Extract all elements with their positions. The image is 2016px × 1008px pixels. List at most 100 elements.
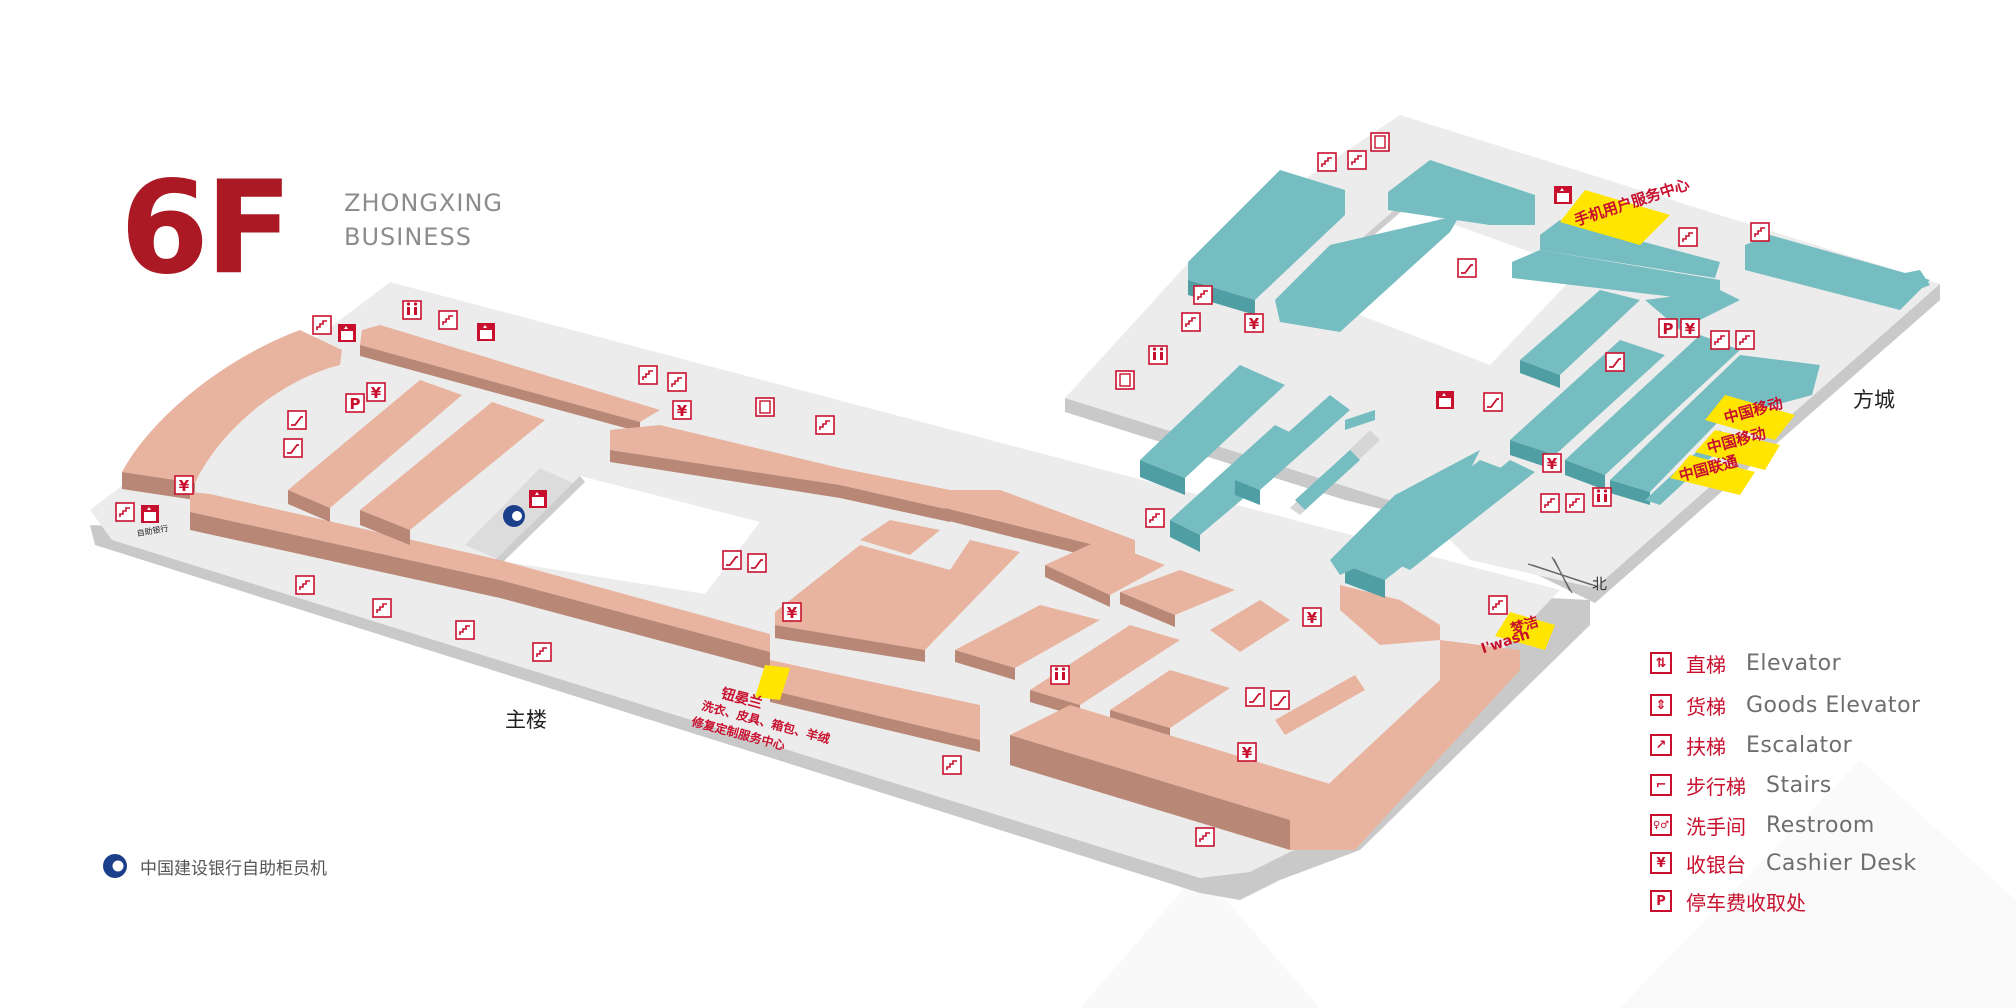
elevator-icon: [141, 505, 159, 523]
escalator-icon: [747, 553, 767, 573]
escalator-icon: [283, 438, 303, 458]
elevator-icon: ⇅: [1650, 652, 1672, 674]
legend-label-en: Elevator: [1746, 650, 1842, 676]
elevator-icon: [477, 323, 495, 341]
parking-payment-icon: [1658, 318, 1678, 339]
restroom-icon: [1592, 487, 1612, 507]
goods-elevator-icon: [1370, 132, 1390, 152]
main-building-stores: [122, 325, 1520, 850]
cashier-icon: [1244, 313, 1264, 334]
brand-line-2: BUSINESS: [344, 223, 472, 251]
stairs-icon: [1193, 285, 1213, 305]
legend-item-escalator: ↗ 扶梯 Escalator: [1650, 730, 1852, 760]
restroom-icon: [402, 300, 422, 320]
stairs-icon: [1735, 330, 1755, 350]
stairs-icon: [438, 310, 458, 330]
legend-label-cn: 收银台: [1686, 852, 1746, 877]
stairs-icon: [1195, 827, 1215, 847]
legend-label-en: Restroom: [1766, 812, 1875, 838]
legend-label-en: Stairs: [1766, 772, 1832, 798]
stairs-icon: [115, 502, 135, 522]
ccb-atm-icon: [503, 505, 525, 527]
stairs-icon: [638, 365, 658, 385]
elevator-icon: [1554, 186, 1572, 204]
cashier-icon: [174, 475, 194, 496]
brand-line-1: ZHONGXING: [344, 189, 503, 217]
legend-item-restroom: ♀♂ 洗手间 Restroom: [1650, 810, 1875, 840]
parking-payment-icon: P: [1650, 890, 1672, 912]
compass-icon: 北: [1527, 556, 1607, 594]
stairs-icon: [942, 755, 962, 775]
elevator-icon: [338, 324, 356, 342]
stairs-icon: [1181, 312, 1201, 332]
cashier-icon: [782, 602, 802, 623]
cashier-icon: [1302, 607, 1322, 628]
cashier-icon: [1542, 453, 1562, 474]
legend-label-en: Goods Elevator: [1746, 692, 1921, 718]
stairs-icon: [455, 620, 475, 640]
stairs-icon: [532, 642, 552, 662]
goods-elevator-icon: [755, 397, 775, 417]
stairs-icon: [1317, 152, 1337, 172]
cashier-icon: [1680, 318, 1700, 339]
ccb-atm-icon: [103, 854, 127, 878]
legend-label-cn: 洗手间: [1686, 814, 1746, 839]
legend-label-cn: 货梯: [1686, 694, 1726, 719]
stairs-icon: [1678, 227, 1698, 247]
restroom-icon: [1050, 665, 1070, 685]
legend-label-cn: 步行梯: [1686, 774, 1746, 799]
elevator-icon: [529, 490, 547, 508]
legend-label-cn: 扶梯: [1686, 734, 1726, 759]
legend-label-cn: 直梯: [1686, 652, 1726, 677]
escalator-icon: [1483, 392, 1503, 412]
stairs-icon: [1347, 150, 1367, 170]
legend-label-cn: 停车费收取处: [1686, 890, 1806, 915]
escalator-icon: ↗: [1650, 734, 1672, 756]
goods-elevator-icon: [1115, 370, 1135, 390]
legend-item-cashier: ¥ 收银台 Cashier Desk: [1650, 848, 1917, 878]
legend-item-elevator: ⇅ 直梯 Elevator: [1650, 648, 1841, 678]
legend-item-goods-elevator: ⇕ 货梯 Goods Elevator: [1650, 690, 1921, 720]
stairs-icon: [1488, 595, 1508, 615]
escalator-icon: [1605, 352, 1625, 372]
brand-name: ZHONGXING BUSINESS: [344, 186, 503, 254]
stairs-icon: [1540, 493, 1560, 513]
compass-north-label: 北: [1592, 575, 1607, 593]
escalator-icon: [1270, 690, 1290, 710]
stairs-icon: [372, 598, 392, 618]
legend-label-en: Cashier Desk: [1766, 850, 1917, 876]
escalator-icon: [1457, 258, 1477, 278]
goods-elevator-icon: ⇕: [1650, 694, 1672, 716]
stairs-icon: [312, 315, 332, 335]
stairs-icon: ⌐: [1650, 774, 1672, 796]
floor-label: 6F: [120, 154, 292, 303]
legend-item-parking-payment: P 停车费收取处: [1650, 886, 1806, 916]
legend-item-stairs: ⌐ 步行梯 Stairs: [1650, 770, 1832, 800]
cashier-icon: ¥: [1650, 852, 1672, 874]
stairs-icon: [1565, 493, 1585, 513]
restroom-icon: ♀♂: [1650, 814, 1672, 836]
stairs-icon: [1750, 222, 1770, 242]
atm-label: 中国建设银行自助柜员机: [140, 858, 327, 879]
restroom-icon: [1148, 345, 1168, 365]
zone-fangcheng: 方城: [1853, 388, 1895, 412]
parking-payment-icon: [345, 393, 365, 414]
elevator-icon: [1436, 391, 1454, 409]
escalator-icon: [287, 410, 307, 430]
stairs-icon: [1710, 330, 1730, 350]
zone-main-building: 主楼: [505, 708, 547, 732]
highlighted-stores: [755, 190, 1795, 700]
stairs-icon: [667, 372, 687, 392]
stairs-icon: [1145, 508, 1165, 528]
escalator-icon: [1245, 687, 1265, 707]
cashier-icon: [672, 400, 692, 421]
background-pattern: [1080, 760, 2016, 1008]
atm-note: 中国建设银行自助柜员机: [102, 853, 327, 879]
escalator-icon: [722, 550, 742, 570]
stairs-icon: [295, 575, 315, 595]
stairs-icon: [815, 415, 835, 435]
cashier-icon: [366, 382, 386, 403]
cashier-icon: [1237, 742, 1257, 763]
legend-label-en: Escalator: [1746, 732, 1853, 758]
